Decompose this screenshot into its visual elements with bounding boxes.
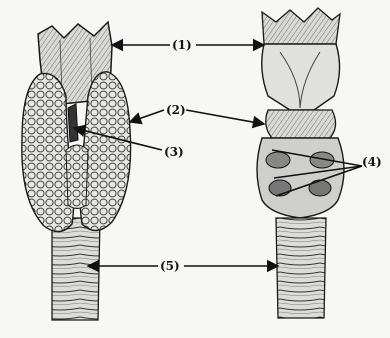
left-trachea [52, 218, 100, 320]
left-figure-anterior-view [22, 22, 131, 320]
right-trachea [276, 218, 326, 318]
label-4: (4) [362, 155, 382, 169]
label-1: (1) [172, 38, 192, 52]
pyramidal-lobe [68, 104, 78, 142]
arrow-2-left [130, 110, 164, 122]
right-gland-region [257, 138, 344, 218]
label-3: (3) [164, 145, 184, 159]
right-epiglottis [262, 8, 340, 44]
isthmus [66, 145, 88, 209]
right-figure-larynx-trachea [257, 8, 344, 318]
label-2: (2) [166, 103, 186, 117]
right-cricoid-cartilage [266, 110, 336, 138]
label-5: (5) [160, 259, 180, 273]
arrow-2-right [186, 110, 264, 124]
